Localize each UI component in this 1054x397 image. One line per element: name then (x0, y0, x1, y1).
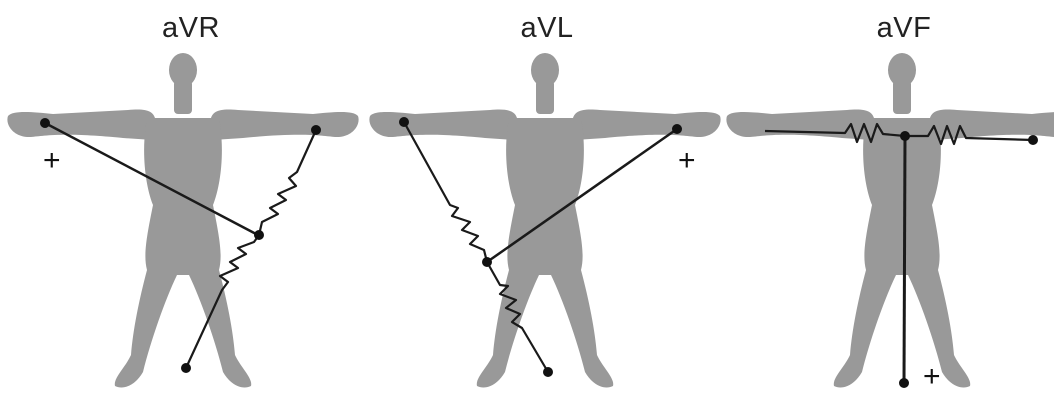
avr-left-arm-electrode (311, 125, 321, 135)
avr-foot-electrode (181, 363, 191, 373)
avr-left-leg-resistor (185, 234, 260, 369)
avf-title: aVF (876, 12, 932, 44)
avl-positive-sign: + (678, 144, 696, 177)
avf-central-terminal (900, 131, 910, 141)
avf-positive-sign: + (923, 360, 941, 393)
avl-panel (369, 53, 721, 388)
avr-lead-wire (44, 121, 259, 237)
avr-right-arm-electrode (40, 118, 50, 128)
avl-right-arm-electrode (399, 117, 409, 127)
avf-panel (726, 53, 1054, 388)
avr-left-arm-resistor (257, 129, 318, 236)
avl-foot-electrode (543, 367, 553, 377)
avl-title: aVL (520, 12, 574, 44)
avr-panel (7, 53, 359, 388)
avf-foot-electrode (899, 378, 909, 388)
avl-left-leg-resistor (486, 261, 549, 373)
avf-body-silhouette (726, 53, 1054, 388)
avl-central-terminal (482, 257, 492, 267)
avl-lead-wire (486, 127, 678, 264)
avf-lead-wire (902, 135, 907, 384)
avr-body-silhouette (7, 53, 359, 388)
avr-positive-sign: + (43, 144, 61, 177)
avf-left-arm-electrode (1028, 135, 1038, 145)
avr-title: aVR (162, 12, 220, 44)
avl-left-arm-electrode (672, 124, 682, 134)
avr-central-terminal (254, 230, 264, 240)
avl-right-arm-resistor (403, 121, 489, 263)
